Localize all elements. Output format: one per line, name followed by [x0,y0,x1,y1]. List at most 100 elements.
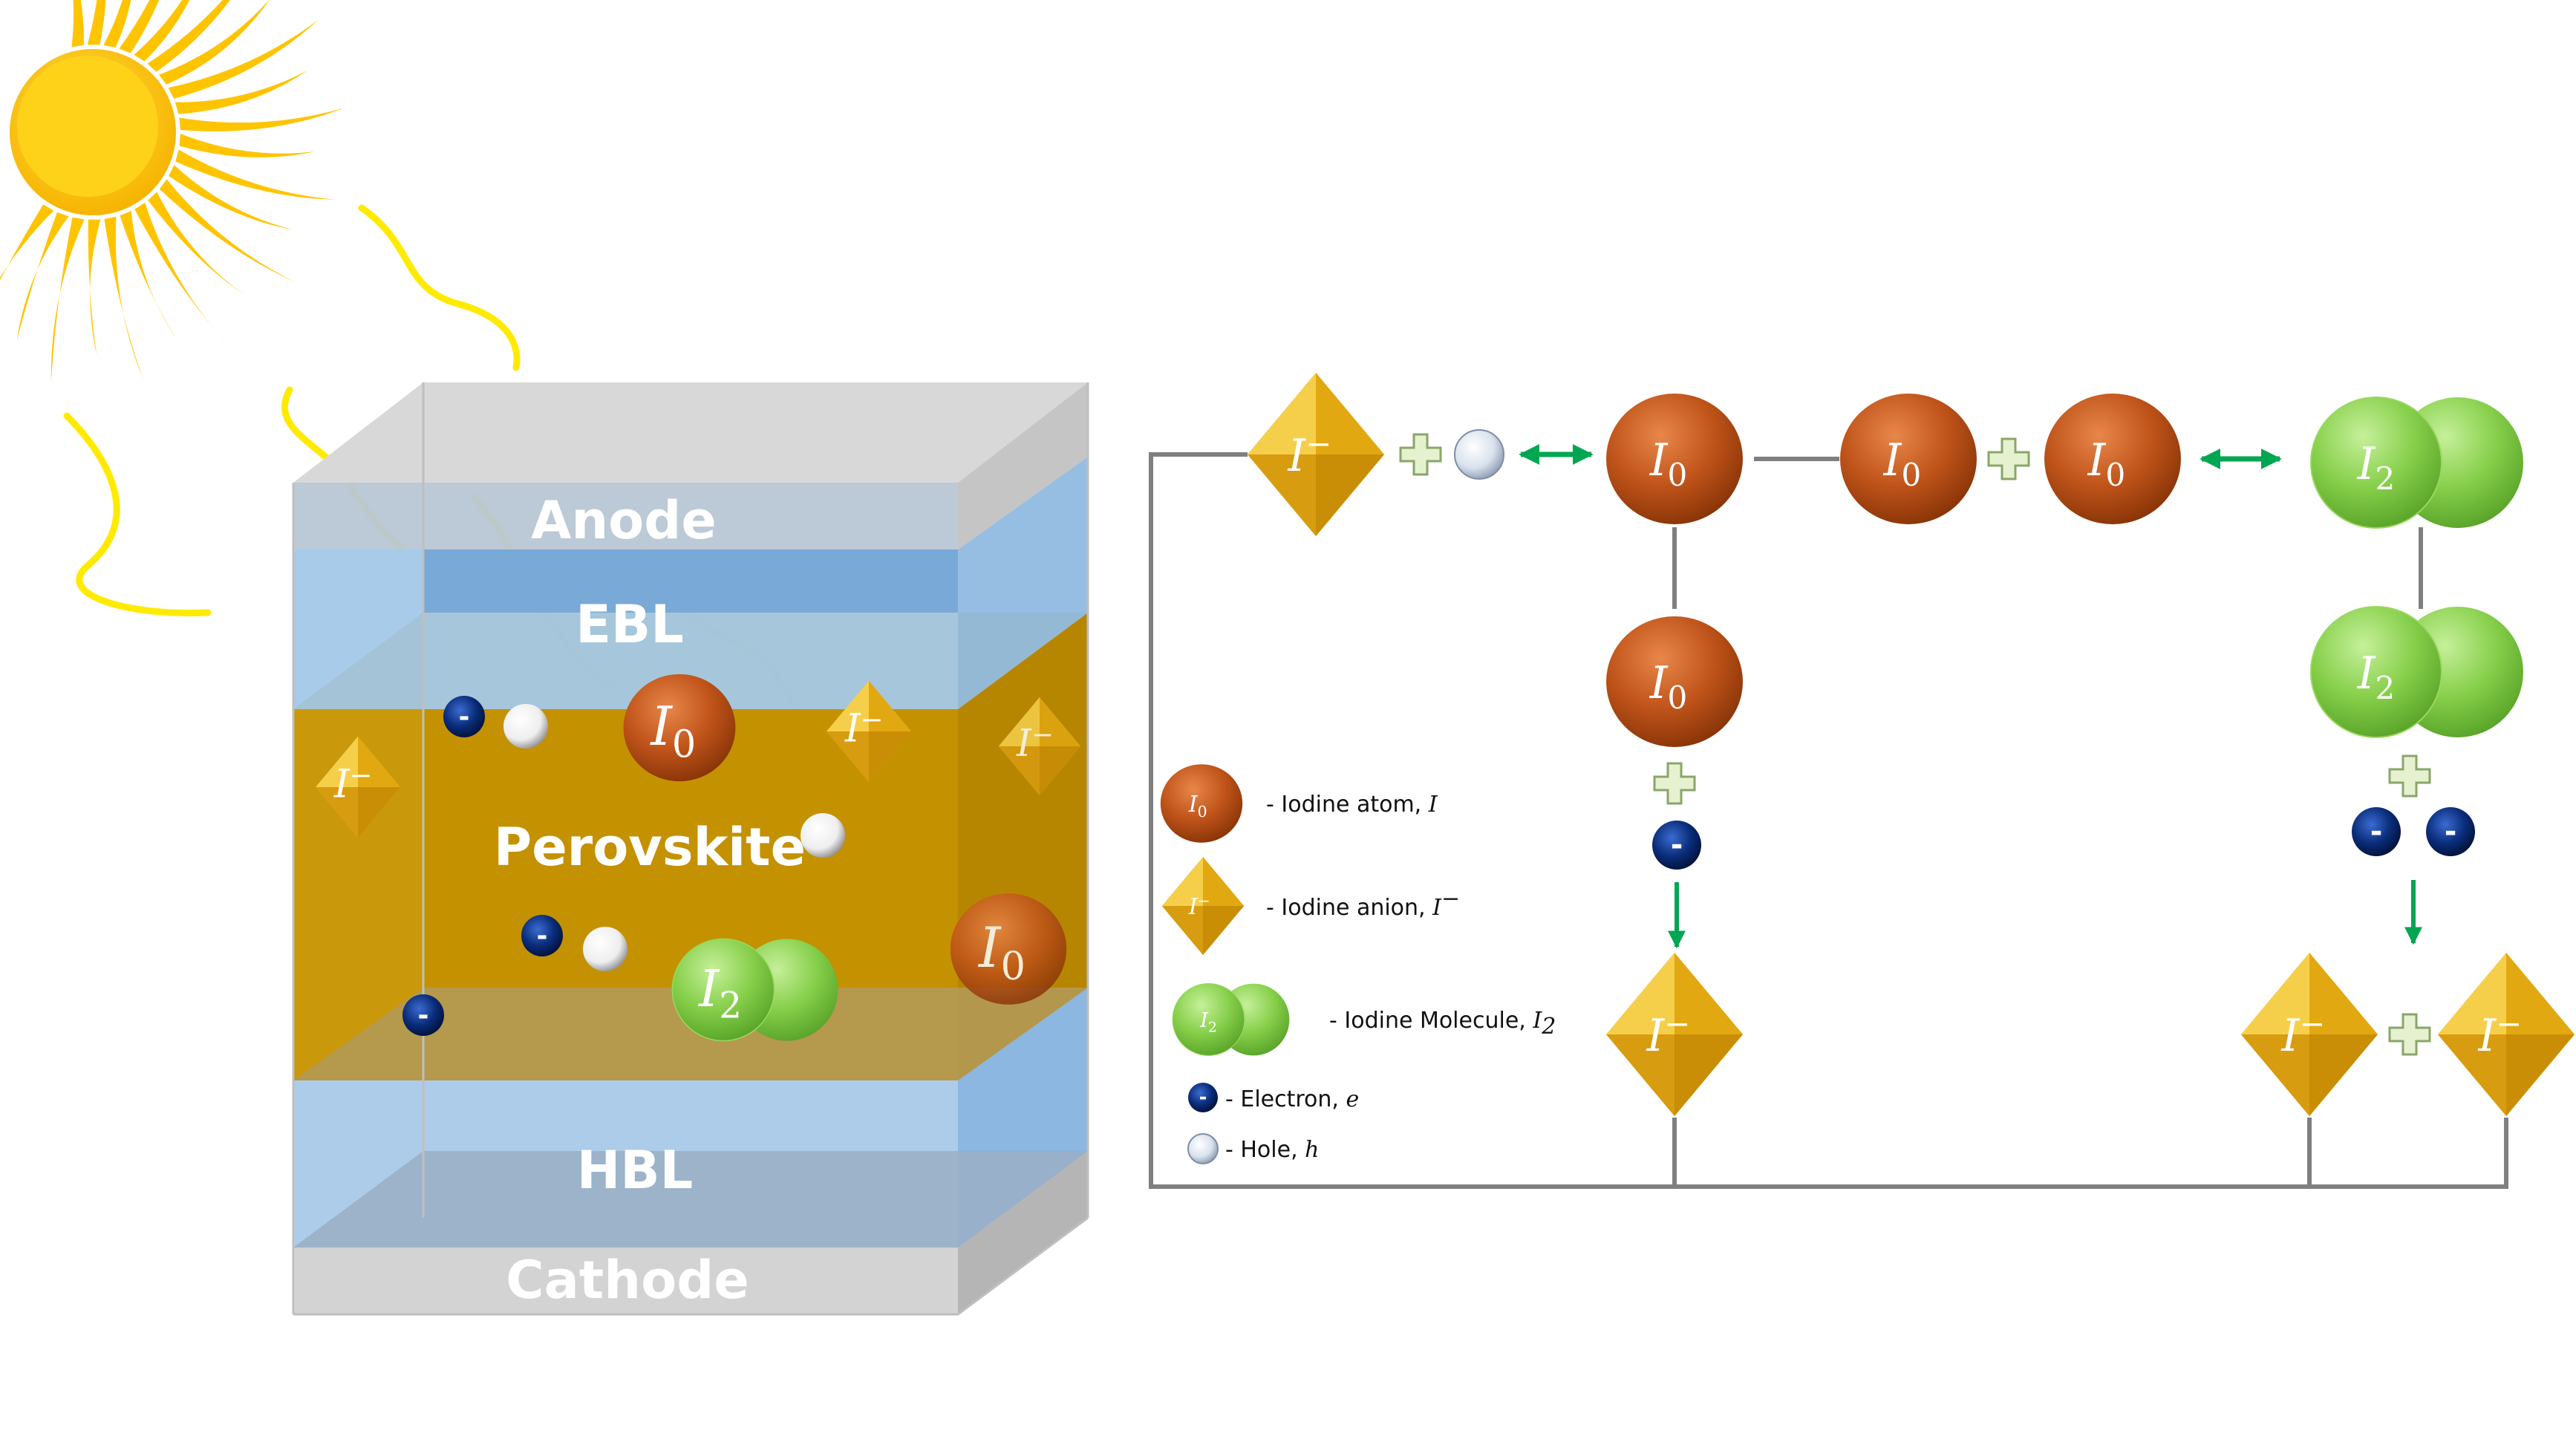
reaction-scheme: I− I0 I0 I0 I2 I0 - [1149,373,2575,1189]
iodine-atom: I0 [950,893,1067,1005]
solar-cell-device: Anode EBL Perovskite HBL Cathode I− I− I… [292,382,1089,1316]
sun-ray [169,165,293,230]
sun-ray [159,179,296,283]
plus-icon [1399,433,1442,476]
sun-ray [179,108,345,131]
svg-text:I2: I2 [2357,648,2395,706]
svg-text:I2: I2 [697,959,742,1027]
svg-text:I0: I0 [2087,434,2125,493]
iodine-anion: I− [1248,373,1384,536]
sun-ray [179,134,315,157]
svg-text:I0: I0 [1883,434,1921,493]
electron-icon: - [2426,807,2475,856]
svg-text:I−: I− [2478,1005,2523,1062]
label-cathode: Cathode [506,1250,749,1311]
svg-text:I0: I0 [1649,657,1687,716]
sun-ray [120,211,177,339]
sun-ray [168,19,319,99]
sun-ray [71,0,84,48]
svg-text:- Iodine anion, I−: - Iodine anion, I− [1266,886,1460,921]
iodine-atom: I0 [1606,616,1743,747]
sun-ray [104,216,143,380]
electron-icon: - [2352,807,2401,856]
iodine-molecule: I2 [2310,606,2524,738]
hole-icon [1454,429,1504,480]
svg-text:I0: I0 [649,696,696,766]
sun-ray [50,217,85,382]
iodine-atom: I0 [1606,394,1743,524]
iodine-anion: I− [2241,953,2378,1116]
svg-text:-: - [1199,1086,1207,1109]
sun-ray [134,0,190,62]
sun-ray [87,0,106,45]
label-hbl: HBL [577,1140,694,1201]
iodine-molecule: I2 [671,938,839,1042]
plus-icon [2388,1013,2431,1056]
sun-ray [175,71,307,114]
svg-text:- Hole, h: - Hole, h [1225,1137,1319,1163]
iodine-anion: I− [315,736,401,838]
svg-text:- Electron, e: - Electron, e [1225,1086,1359,1112]
svg-text:I−: I− [1188,892,1210,920]
svg-text:-: - [537,921,548,951]
svg-text:I2: I2 [2357,438,2395,497]
iodine-anion: I− [2438,953,2575,1116]
iodine-anion: I− [1606,953,1743,1116]
svg-text:-: - [2445,815,2457,849]
iodine-atom: I0 [1840,394,1977,524]
sun-icon [0,0,345,382]
electron-icon: - [521,915,563,956]
label-ebl: EBL [575,594,684,655]
legend: I0 - Iodine atom, I I− - Iodine anion, I… [1160,764,1556,1164]
sun-ray [134,202,229,345]
hole-icon [583,927,627,971]
plus-icon [2388,754,2431,798]
svg-text:I−: I− [2281,1005,2326,1062]
electron-icon: - [402,994,444,1036]
svg-text:I2: I2 [1199,1008,1217,1036]
sun-ray [16,212,69,342]
legend-item-iodine-atom: I0 - Iodine atom, I [1160,764,1438,843]
svg-text:I−: I− [1288,425,1332,482]
svg-text:-: - [1671,828,1683,862]
electron-icon: - [1652,821,1701,870]
svg-text:I−: I− [844,702,884,751]
svg-text:I0: I0 [1649,434,1687,493]
ebl-layer [293,457,1088,709]
legend-item-iodine-molecule: I2 - Iodine Molecule, I2 [1172,983,1556,1056]
sun-ray [119,0,160,53]
hole-icon [800,813,845,858]
sun-ray [103,0,131,48]
iodine-anion: I− [998,697,1081,795]
sun-ray [148,192,245,296]
legend-item-electron: - - Electron, e [1188,1083,1359,1112]
plus-icon [1653,762,1696,805]
label-perovskite: Perovskite [494,817,806,878]
svg-text:I−: I− [1646,1005,1691,1062]
svg-text:I0: I0 [977,916,1025,989]
iodine-anion: I− [826,680,912,783]
iodine-atom: I0 [623,674,736,782]
sun-ray [88,219,101,355]
label-anode: Anode [531,490,717,551]
sun-ray [0,204,54,281]
sun-ray [159,0,270,85]
svg-text:I−: I− [333,758,373,806]
hole-icon [503,704,548,749]
svg-text:I−: I− [1016,720,1054,765]
svg-text:-: - [2370,815,2383,849]
sun-ray [147,0,230,72]
anode-layer [293,382,1088,550]
svg-text:- Iodine Molecule, I2: - Iodine Molecule, I2 [1329,1008,1556,1040]
plus-icon [1987,437,2030,480]
svg-text:I0: I0 [1188,792,1207,821]
svg-text:-: - [459,702,470,732]
iodine-molecule: I2 [2310,397,2524,529]
electron-icon: - [443,696,485,737]
legend-item-iodine-anion: I− - Iodine anion, I− [1161,857,1460,955]
iodine-atom: I0 [2044,394,2181,524]
legend-item-hole: - Hole, h [1187,1133,1319,1164]
connector-lines [1149,452,2508,1189]
svg-text:-: - [418,1000,429,1031]
